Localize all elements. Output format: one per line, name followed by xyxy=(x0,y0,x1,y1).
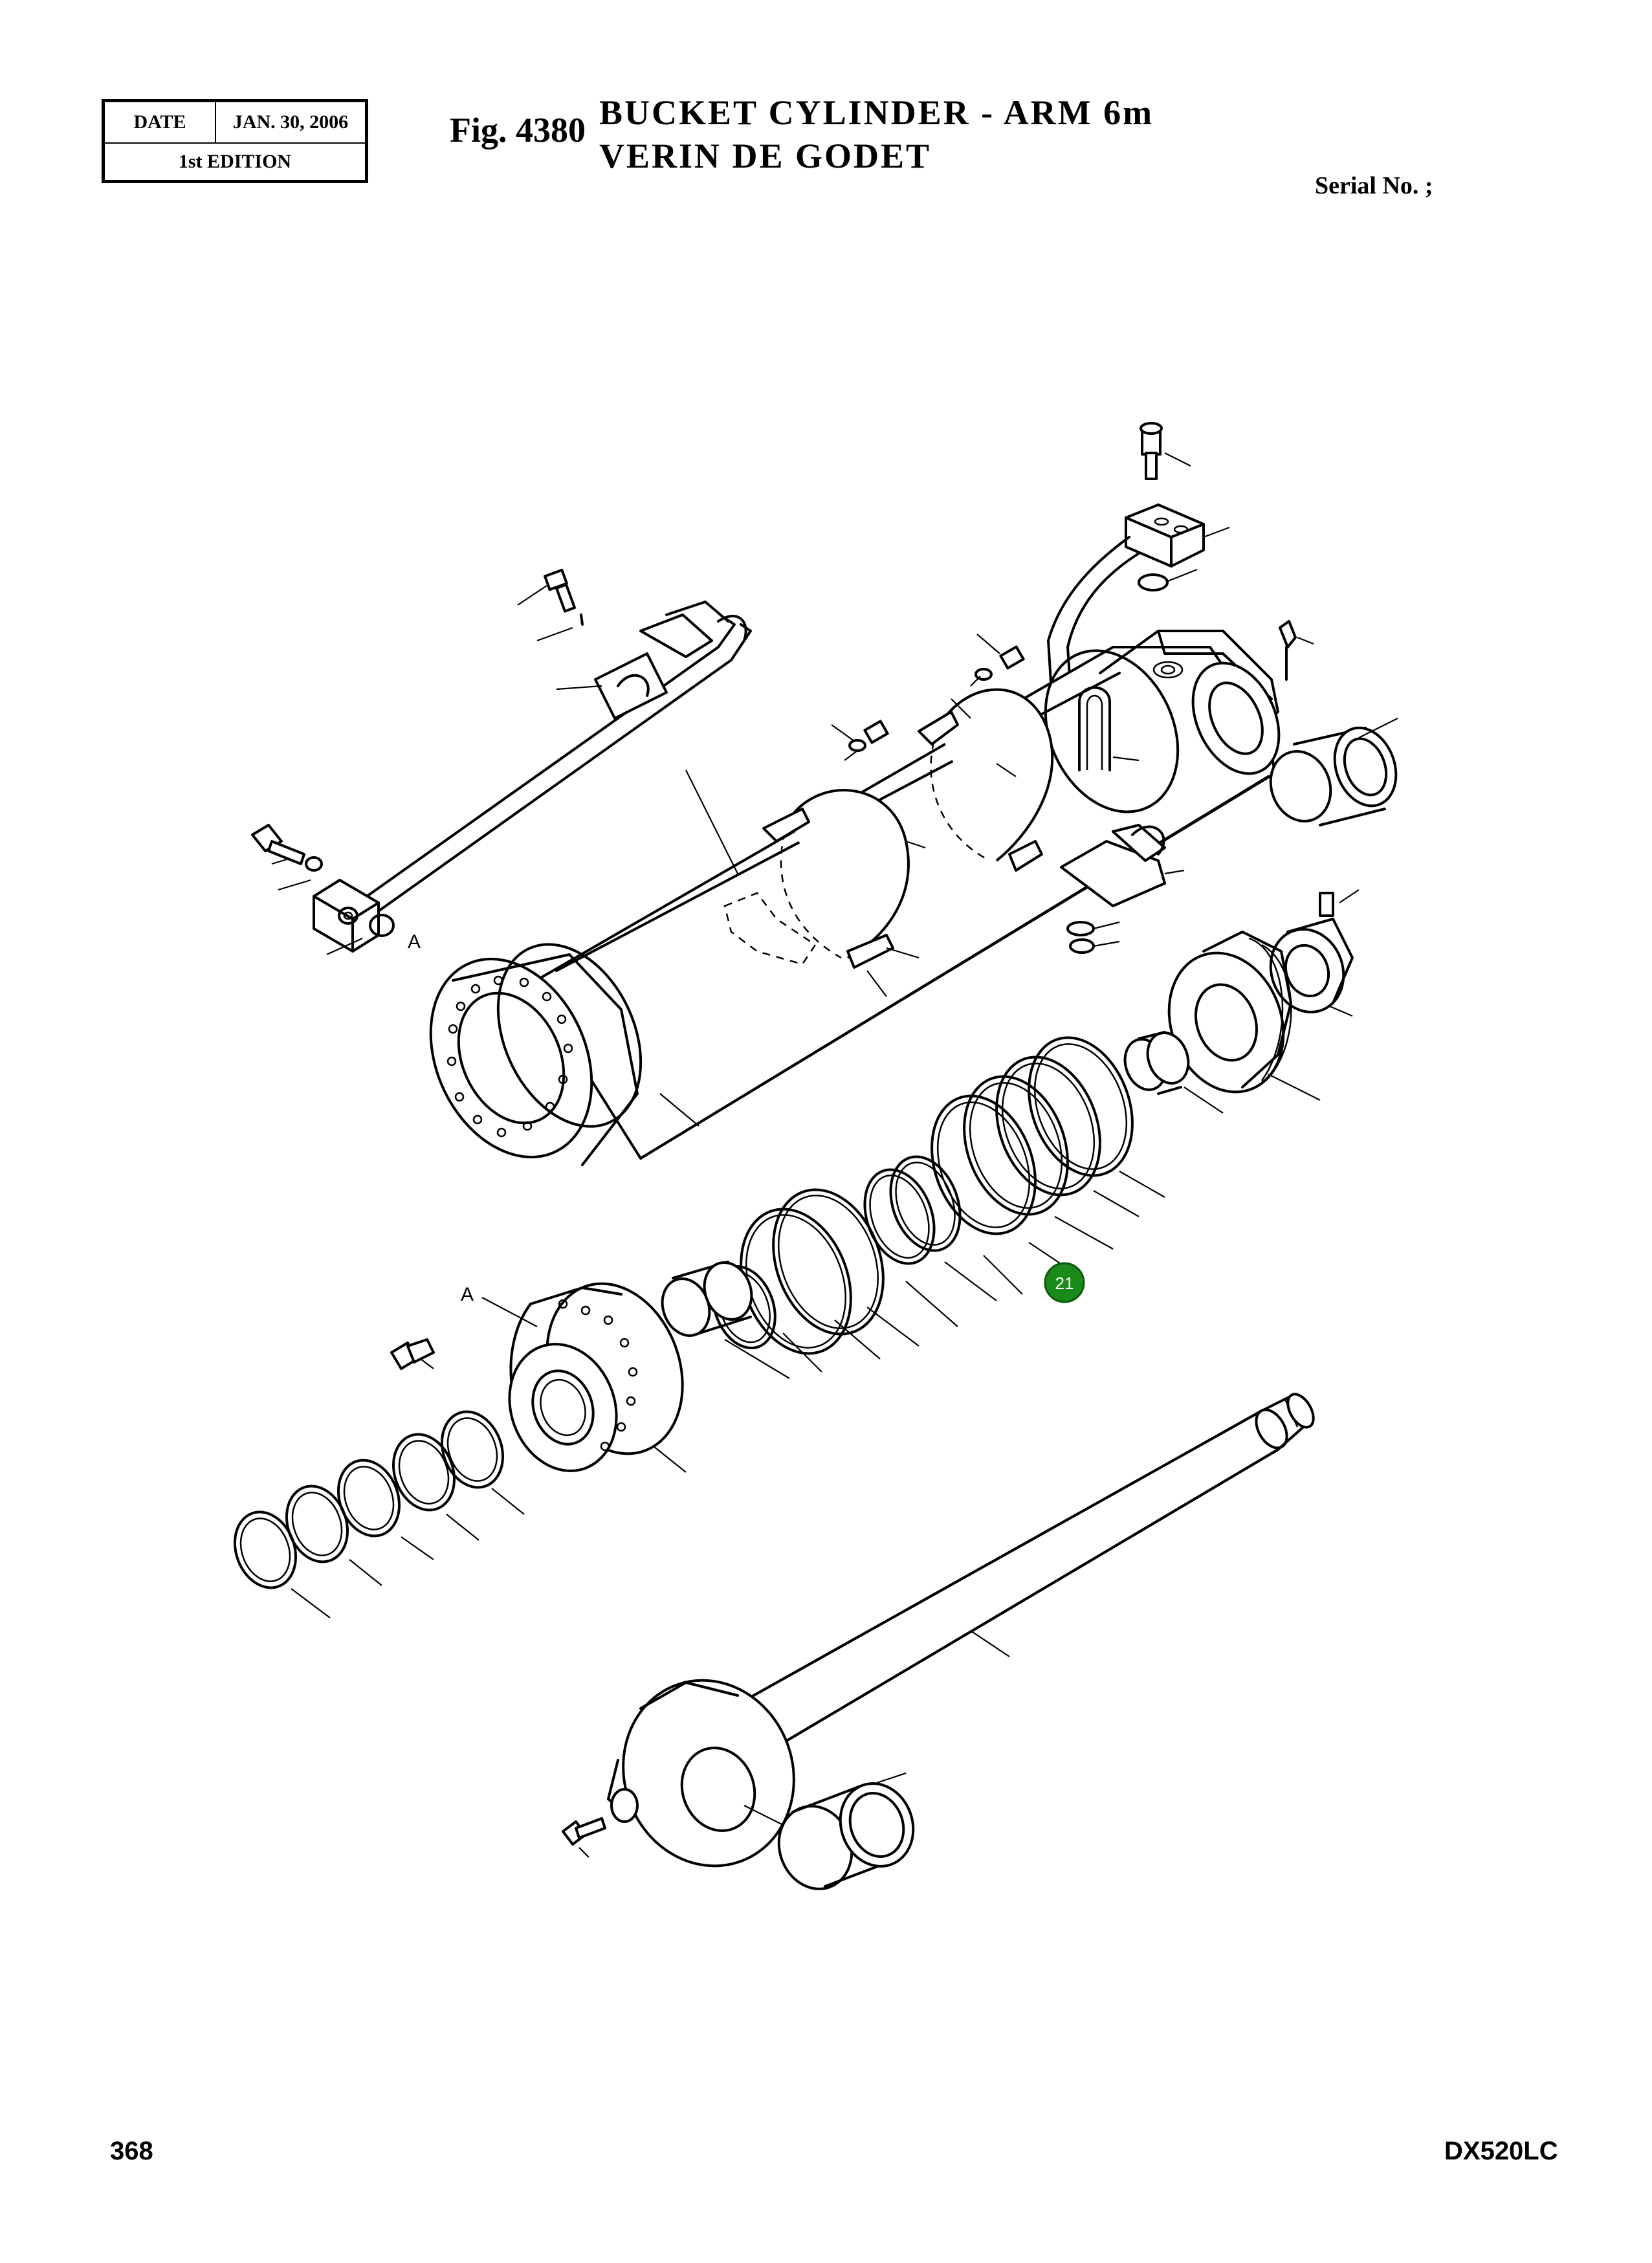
clamp-bolt-front xyxy=(831,720,889,761)
machine-model: DX520LC xyxy=(1444,2137,1558,2165)
piston-collar xyxy=(1123,1031,1224,1114)
title-english: BUCKET CYLINDER - ARM 6m xyxy=(599,93,1154,132)
tube-clamp-rear xyxy=(918,688,1054,872)
date-label: DATE xyxy=(105,102,216,142)
serial-number: Serial No. ; xyxy=(1315,172,1433,199)
pipe-leader xyxy=(685,769,738,874)
rod-guide-bushing xyxy=(661,1261,790,1379)
tube-clamp-front xyxy=(762,789,926,997)
callout-a-head: A xyxy=(461,1284,474,1305)
callout-a-pipe: A xyxy=(408,931,421,953)
item-badge-21[interactable]: 21 xyxy=(1044,1262,1085,1303)
head-flange-holes xyxy=(558,1299,638,1452)
rod-side-pipe xyxy=(1047,536,1140,881)
cylinder-tube xyxy=(429,630,1281,1166)
head-side-pipe xyxy=(361,601,752,917)
rod-grease-nipple xyxy=(562,1817,606,1858)
top-flange-block xyxy=(1125,503,1230,591)
date-row: DATE JAN. 30, 2006 xyxy=(105,102,365,144)
top-flange-bolt xyxy=(1140,422,1191,480)
head-socket-bolt xyxy=(390,1338,435,1370)
clamp-bolt-rear xyxy=(970,634,1025,687)
piston-rings xyxy=(712,1036,1165,1373)
support-bracket xyxy=(1060,824,1185,954)
pipe-clamp-bracket xyxy=(556,652,668,720)
badge-circle xyxy=(1044,1262,1085,1303)
title-french: VERIN DE GODET xyxy=(599,137,932,175)
head-bolt-holes xyxy=(446,975,573,1138)
rear-grease-nipple xyxy=(1279,620,1314,681)
figure-number: Fig. 4380 xyxy=(450,111,586,149)
head-flange-bolt xyxy=(251,824,323,872)
cylinder-head xyxy=(481,1282,687,1473)
badge-label: 21 xyxy=(1055,1274,1074,1293)
rod-eye xyxy=(607,1679,795,1868)
date-value: JAN. 30, 2006 xyxy=(232,111,349,133)
rear-bushing xyxy=(1269,718,1398,826)
u-bolt xyxy=(1078,686,1140,771)
head-seals xyxy=(233,1410,525,1618)
date-edition-box: DATE JAN. 30, 2006 1st EDITION xyxy=(102,99,368,183)
rod-eye-bushing xyxy=(777,1772,915,1890)
piston-rod xyxy=(723,1393,1315,1761)
piston xyxy=(1167,931,1321,1101)
edition-label: 1st EDITION xyxy=(178,151,292,172)
head-side-flange xyxy=(271,853,395,956)
page-number: 368 xyxy=(110,2137,153,2165)
pipe-clamp-bolt xyxy=(517,568,584,642)
